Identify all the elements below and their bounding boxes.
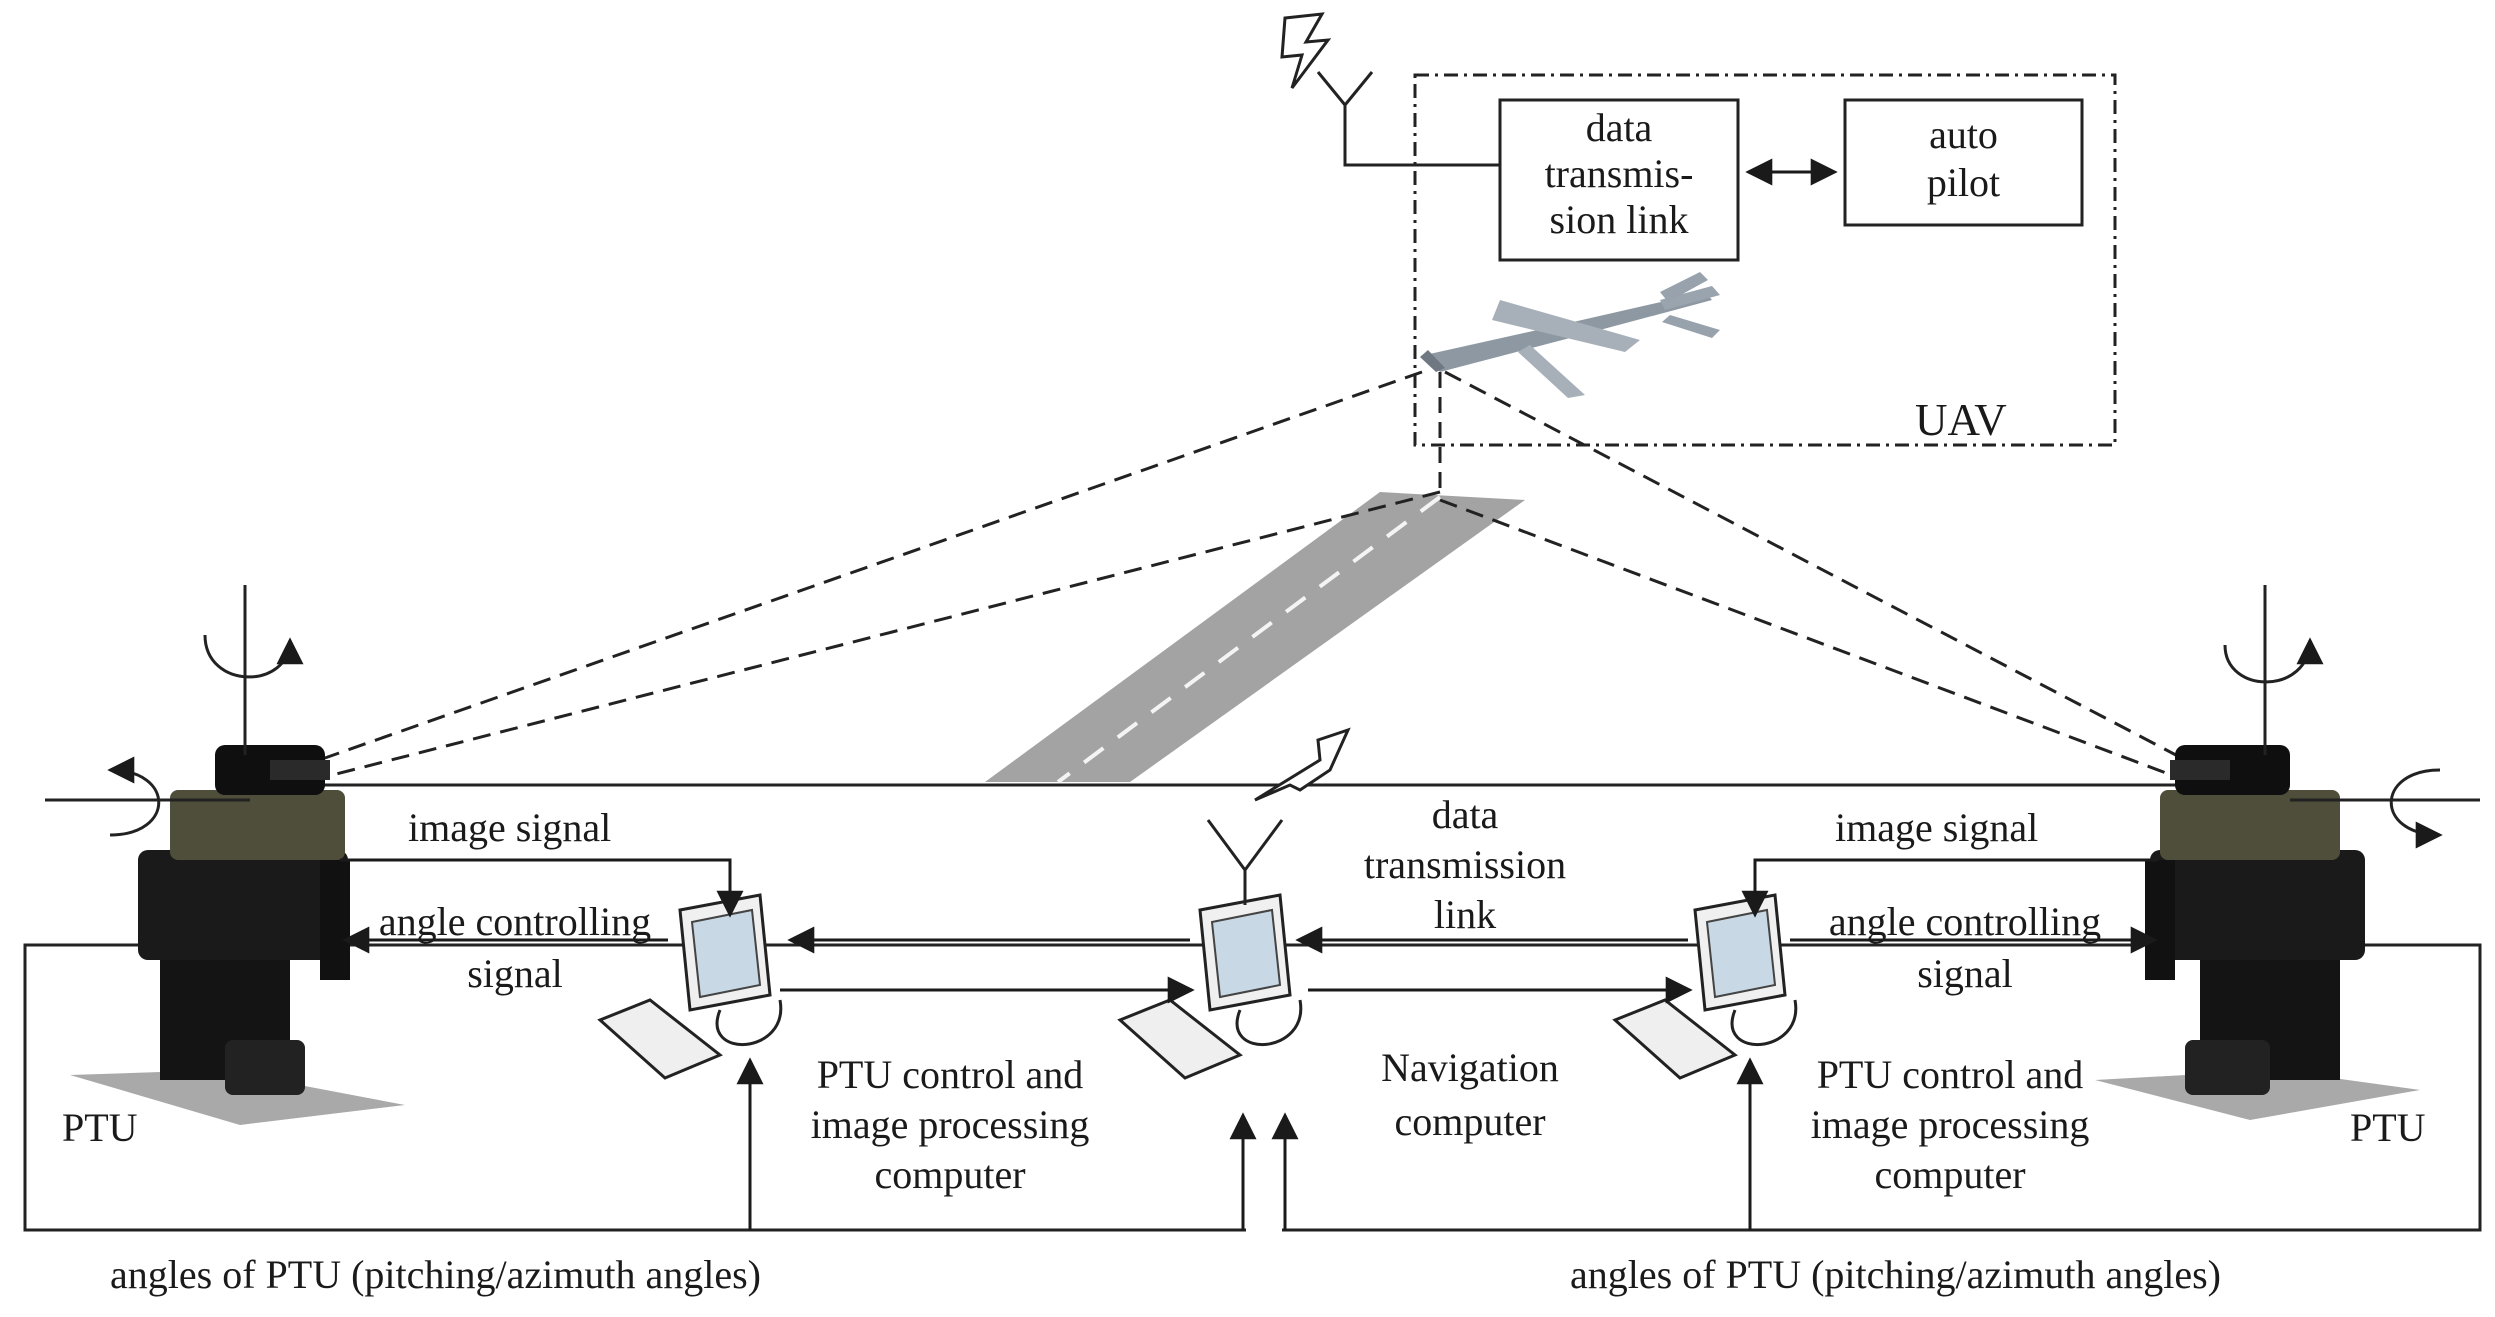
nav-computer-line-2: computer <box>1394 1099 1546 1144</box>
uav-data-link-label: data transmis- sion link <box>1500 108 1738 240</box>
uav-data-link-line-3: sion link <box>1549 197 1689 242</box>
ptu-computer-left-line-2: image processing <box>810 1102 1090 1147</box>
nav-computer-label: Navigation computer <box>1320 1048 1620 1142</box>
ptu-computer-right-label: PTU control and image processing compute… <box>1760 1055 2140 1195</box>
nav-computer-line-1: Navigation <box>1381 1045 1559 1090</box>
uav-label: UAV <box>1915 395 2007 445</box>
ptu-computer-left-line-1: PTU control and <box>816 1052 1084 1097</box>
ptu-computer-right-icon <box>1612 893 1798 1080</box>
runway-centerline <box>1056 495 1442 784</box>
ptu-left-icon <box>70 745 405 1125</box>
ground-antenna-icon <box>1206 819 1284 905</box>
ground-data-link-line-3: link <box>1433 892 1497 937</box>
angles-left-label: angles of PTU (pitching/azimuth angles) <box>110 1252 761 1297</box>
ground-data-link-label: data transmission link <box>1335 795 1595 935</box>
ptu-computer-right-line-3: computer <box>1874 1152 2026 1197</box>
angle-ctrl-left-label: angle controlling signal <box>330 902 700 994</box>
angle-ctrl-right-label: angle controlling signal <box>1780 902 2150 994</box>
uav-data-link-box <box>1498 98 1740 262</box>
uav-antenna-icon <box>1316 71 1500 167</box>
autopilot-label: auto pilot <box>1845 115 2082 203</box>
angle-ctrl-right-line-1: angle controlling <box>1828 899 2102 944</box>
navigation-computer-icon <box>1117 893 1303 1080</box>
ptu-computer-right-line-1: PTU control and <box>1816 1052 2084 1097</box>
ptu-computer-left-line-3: computer <box>874 1152 1026 1197</box>
angle-ctrl-left-line-2: signal <box>467 951 563 996</box>
uav-lightning-icon <box>1280 12 1332 89</box>
image-signal-left-arrow <box>340 858 744 918</box>
sight-lines <box>304 370 2196 784</box>
angle-ctrl-left-line-1: angle controlling <box>378 899 652 944</box>
ptu-right-label: PTU <box>2350 1105 2426 1150</box>
angles-right-label: angles of PTU (pitching/azimuth angles) <box>1570 1252 2221 1297</box>
uav-boundary <box>1413 73 2117 447</box>
ptu-left-label: PTU <box>62 1105 138 1150</box>
ptu-computer-left-label: PTU control and image processing compute… <box>760 1055 1140 1195</box>
ptu-left-rotation-icon <box>45 585 304 837</box>
ptu-computer-left-icon <box>597 893 783 1080</box>
autopilot-line-1: auto <box>1929 112 1998 157</box>
autopilot-line-2: pilot <box>1926 160 2001 205</box>
image-signal-right-label: image signal <box>1835 805 2039 850</box>
ptu-computer-right-line-2: image processing <box>1810 1102 2090 1147</box>
ground-lightning-icon <box>1254 727 1351 802</box>
image-signal-right-arrow <box>1741 858 2158 918</box>
uav-data-link-line-2: transmis- <box>1544 151 1694 196</box>
ground-data-link-line-2: transmission <box>1363 842 1567 887</box>
autopilot-box <box>1843 98 2084 227</box>
ptu-right-rotation-icon <box>2223 585 2480 849</box>
image-signal-left-label: image signal <box>408 805 612 850</box>
ptu-right-icon <box>2095 745 2420 1120</box>
uav-data-link-line-1: data <box>1585 105 1653 150</box>
uav-aircraft-icon <box>1420 272 1720 398</box>
ground-data-link-line-1: data <box>1431 792 1499 837</box>
angle-ctrl-right-line-2: signal <box>1917 951 2013 996</box>
